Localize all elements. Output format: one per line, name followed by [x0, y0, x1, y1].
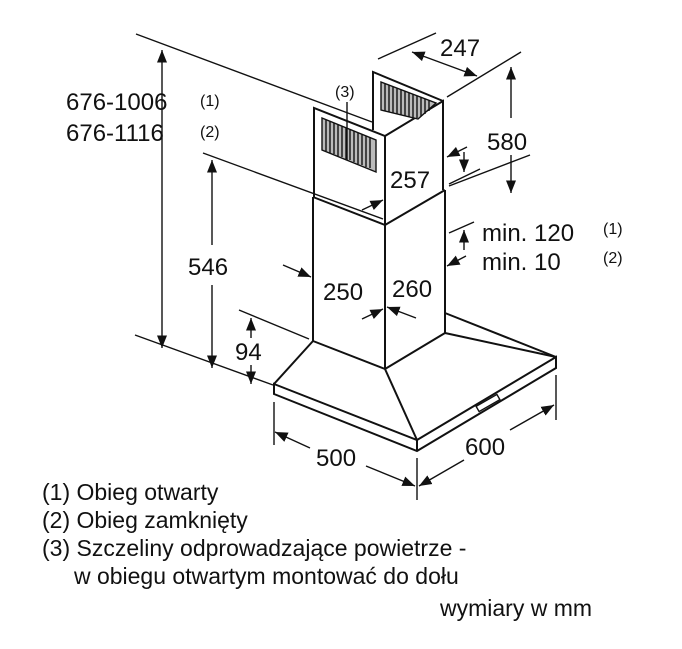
upper-chimney: (3)	[313, 70, 444, 225]
vent-callout-label: (3)	[335, 84, 355, 101]
vent-slots-back	[380, 80, 438, 120]
legend-item: (1) Obieg otwarty	[42, 479, 219, 505]
upper-height-dimension: 580	[448, 67, 531, 193]
upper-width-dimension: 247	[377, 32, 522, 98]
clearance-dimension: min. 120 (1) min. 10 (2)	[446, 220, 623, 276]
width-250: 250	[323, 279, 363, 306]
legend-item: w obiegu otwartym montować do dołu	[42, 563, 459, 589]
height-580: 580	[487, 129, 527, 156]
clearance-closed: min. 10	[482, 249, 561, 276]
canopy	[273, 312, 557, 453]
chimney-section-dimension: 250 260	[282, 264, 432, 320]
width-600: 600	[465, 434, 505, 461]
depth-500: 500	[316, 445, 356, 472]
clearance-open-note: (1)	[603, 221, 623, 238]
vent-slots-front	[321, 116, 377, 174]
units-note: wymiary w mm	[440, 595, 593, 621]
total-height-dimension: 676-1006 (1) 676-1116 (2)	[66, 33, 373, 386]
clearance-closed-note: (2)	[603, 250, 623, 267]
depth-257: 257	[390, 167, 430, 194]
control-panel	[475, 393, 501, 413]
total-height-open: 676-1006	[66, 89, 167, 116]
total-height-closed: 676-1116	[66, 120, 164, 147]
lower-chimney	[312, 189, 446, 369]
overlap-dimension	[446, 146, 481, 185]
total-height-open-note: (1)	[200, 93, 220, 110]
upper-depth-dimension: 257	[361, 167, 430, 211]
total-height-closed-note: (2)	[200, 124, 220, 141]
depth-260: 260	[392, 276, 432, 303]
footprint-dimension: 500 600	[273, 375, 557, 500]
legend-item: (3) Szczeliny odprowadzające powietrze -	[42, 535, 467, 561]
legend: (1) Obieg otwarty (2) Obieg zamknięty (3…	[42, 478, 466, 590]
legend-item: (2) Obieg zamknięty	[42, 507, 248, 533]
width-247: 247	[440, 35, 480, 62]
lower-height-dimension: 546	[188, 152, 384, 368]
height-94: 94	[235, 339, 262, 366]
clearance-open: min. 120	[482, 220, 574, 247]
canopy-height-dimension: 94	[235, 309, 310, 384]
height-546: 546	[188, 254, 228, 281]
